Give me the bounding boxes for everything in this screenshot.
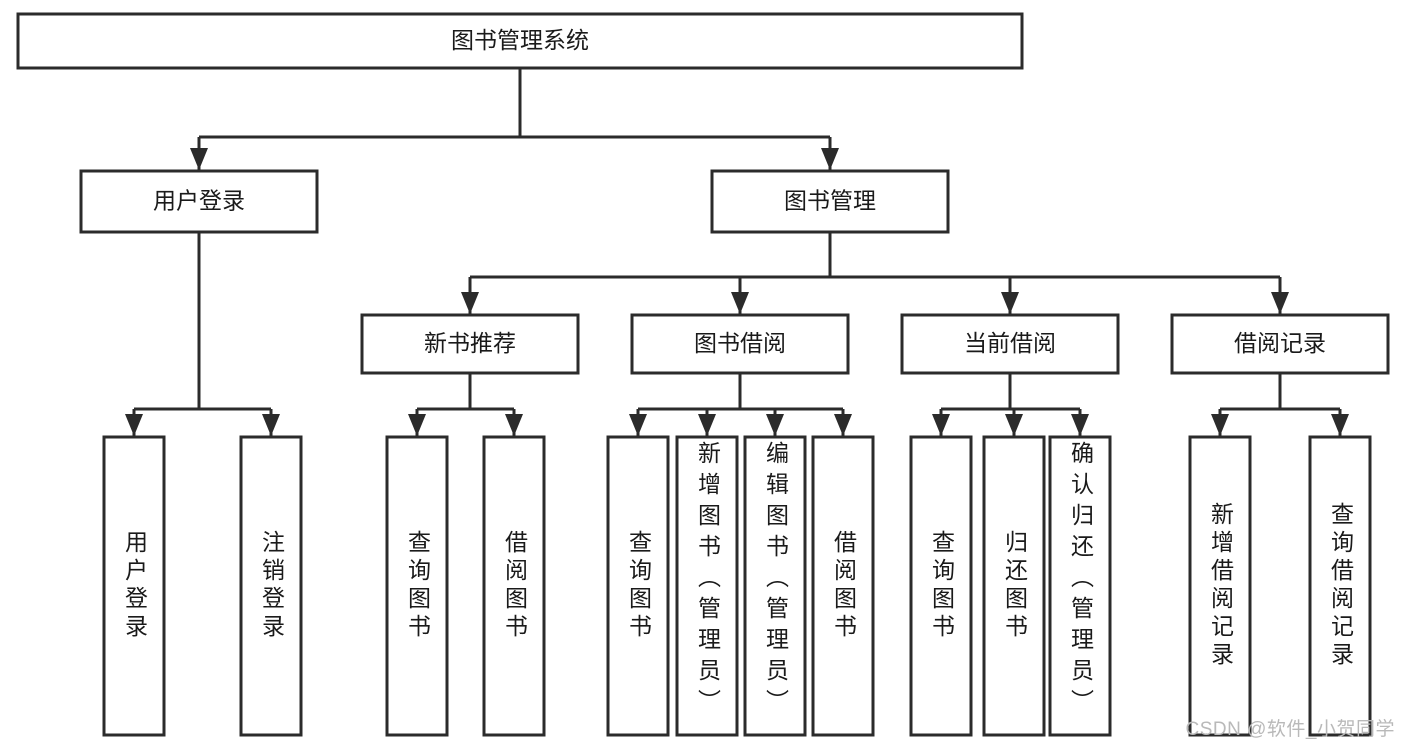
node-label: 借阅记录 <box>1234 330 1326 356</box>
node-leaf-7[interactable] <box>743 435 807 737</box>
node-leaf-13[interactable] <box>1308 435 1372 737</box>
connector-layer <box>125 68 1349 436</box>
watermark-text: CSDN @软件_小贺同学 <box>1185 719 1395 740</box>
node-label: 新书推荐 <box>424 330 516 356</box>
node-leaf-8[interactable] <box>811 435 875 737</box>
node-leaf-11[interactable] <box>1048 435 1112 737</box>
node-leaf-5[interactable] <box>606 435 670 737</box>
node-root-book-management-system[interactable]: 图书管理系统 <box>16 12 1024 70</box>
node-leaf-6[interactable] <box>675 435 739 737</box>
node-level3-4[interactable]: 借阅记录 <box>1170 313 1390 375</box>
node-leaf-12[interactable] <box>1188 435 1252 737</box>
node-level3-3[interactable]: 当前借阅 <box>900 313 1120 375</box>
node-level3-2[interactable]: 图书借阅 <box>630 313 850 375</box>
node-level2-2[interactable]: 图书管理 <box>710 169 950 234</box>
node-level2-1[interactable]: 用户登录 <box>79 169 319 234</box>
node-leaf-3[interactable] <box>385 435 449 737</box>
node-leaf-4[interactable] <box>482 435 546 737</box>
node-leaf-1[interactable] <box>102 435 166 737</box>
node-label: 图书管理系统 <box>451 27 589 53</box>
node-leaf-9[interactable] <box>909 435 973 737</box>
node-label: 图书借阅 <box>694 330 786 356</box>
node-label: 图书管理 <box>784 188 876 214</box>
node-label: 用户登录 <box>153 188 245 214</box>
node-level3-1[interactable]: 新书推荐 <box>360 313 580 375</box>
node-label: 当前借阅 <box>964 330 1056 356</box>
node-leaf-2[interactable] <box>239 435 303 737</box>
node-leaf-10[interactable] <box>982 435 1046 737</box>
